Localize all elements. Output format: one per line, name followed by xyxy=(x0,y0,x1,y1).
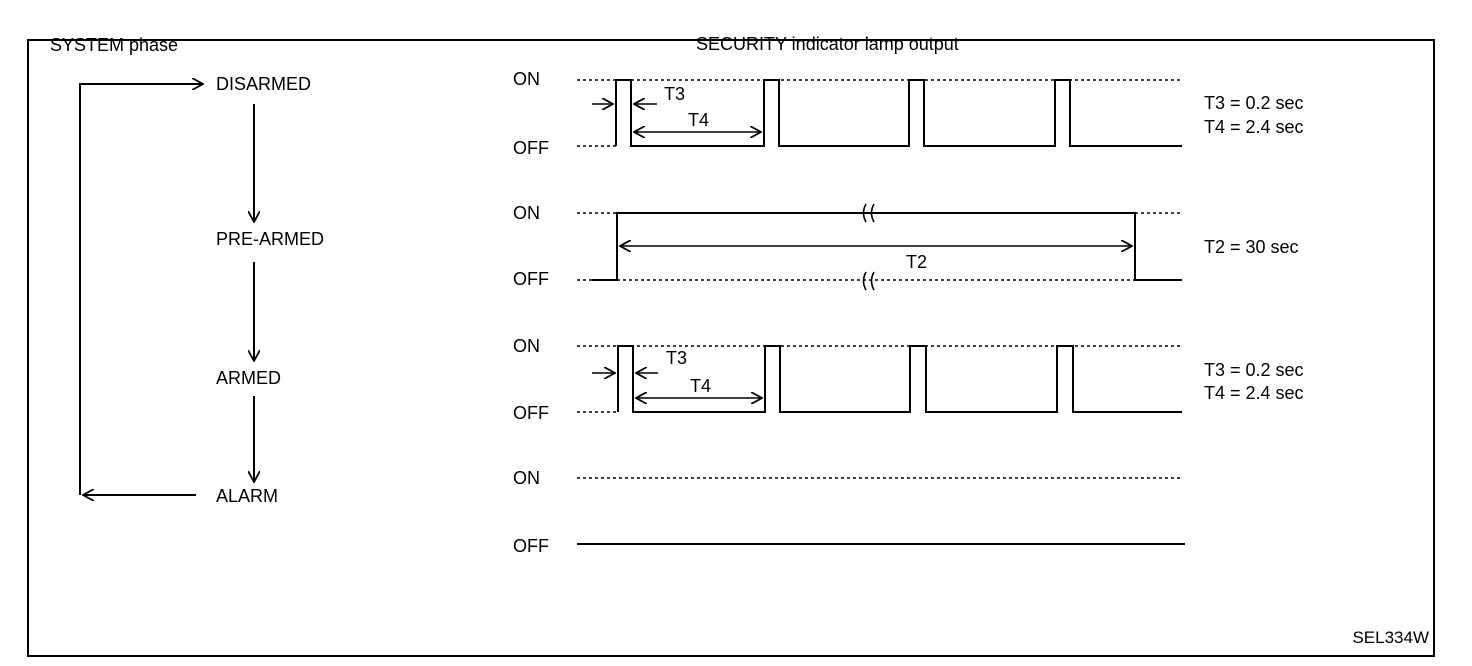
timing-prearmed-t2: T2 = 30 sec xyxy=(1204,237,1299,257)
system-phase-heading: SYSTEM phase xyxy=(50,35,178,55)
timing-armed-t3: T3 = 0.2 sec xyxy=(1204,360,1304,380)
break-mark-on xyxy=(862,203,875,223)
break-mark-off xyxy=(862,271,875,291)
waveform-armed: T3 T4 xyxy=(577,345,1182,413)
pulse-train-armed xyxy=(617,345,1182,413)
phase-disarmed: DISARMED xyxy=(216,74,311,94)
on-label-1: ON xyxy=(513,69,540,89)
lamp-output-heading: SECURITY indicator lamp output xyxy=(696,34,959,54)
t3-label-1: T3 xyxy=(664,84,685,104)
waveform-disarmed: T3 T4 xyxy=(577,79,1182,147)
phase-flow xyxy=(79,84,254,495)
waveform-alarm xyxy=(577,477,1185,545)
timing-disarmed-t3: T3 = 0.2 sec xyxy=(1204,93,1304,113)
off-label-4: OFF xyxy=(513,536,549,556)
timing-disarmed-t4: T4 = 2.4 sec xyxy=(1204,117,1304,137)
t3-label-2: T3 xyxy=(666,348,687,368)
t4-label-2: T4 xyxy=(690,376,711,396)
t2-label: T2 xyxy=(906,252,927,272)
figure-code: SEL334W xyxy=(1352,628,1429,647)
t4-label-1: T4 xyxy=(688,110,709,130)
on-label-3: ON xyxy=(513,336,540,356)
phase-alarm: ALARM xyxy=(216,486,278,506)
on-label-4: ON xyxy=(513,468,540,488)
off-label-1: OFF xyxy=(513,138,549,158)
waveform-prearmed: T2 xyxy=(577,203,1182,291)
figure-frame xyxy=(27,39,1435,657)
arrow-return-to-disarmed xyxy=(79,84,203,495)
timing-armed-t4: T4 = 2.4 sec xyxy=(1204,383,1304,403)
phase-armed: ARMED xyxy=(216,368,281,388)
pulse-prearmed xyxy=(592,212,1182,281)
pulse-train-disarmed xyxy=(615,79,1182,147)
phase-prearmed: PRE-ARMED xyxy=(216,229,324,249)
on-label-2: ON xyxy=(513,203,540,223)
off-label-2: OFF xyxy=(513,269,549,289)
off-label-3: OFF xyxy=(513,403,549,423)
